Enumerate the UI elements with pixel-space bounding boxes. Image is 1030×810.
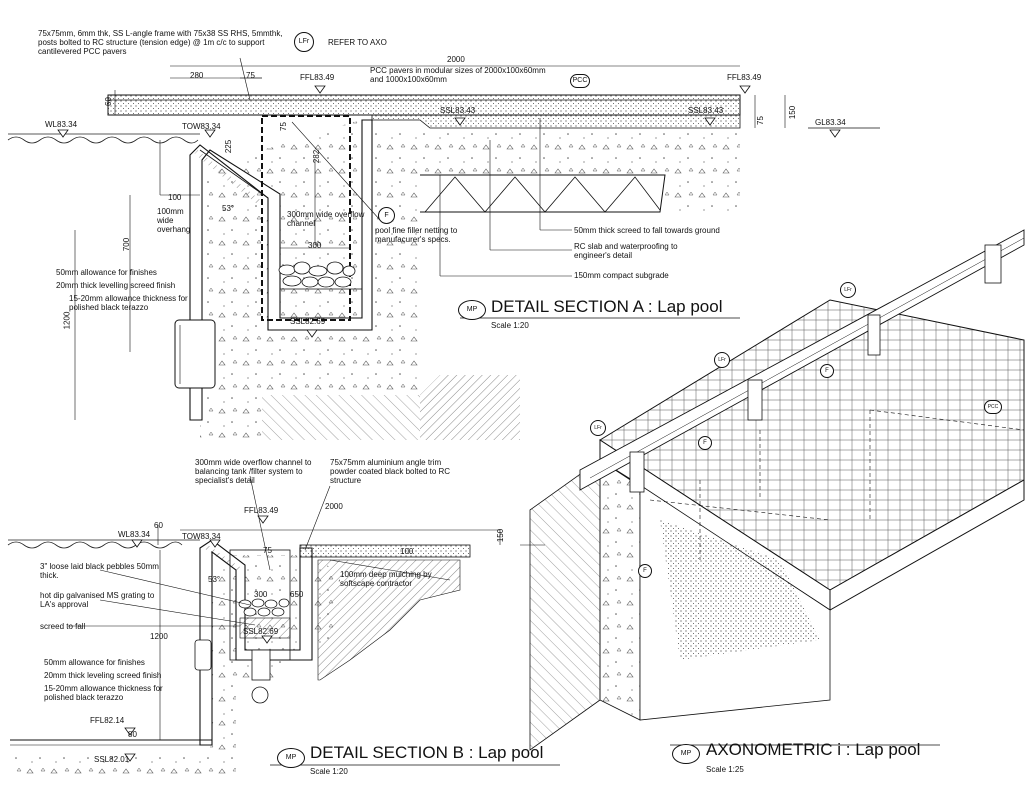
dim-150-a: 150 (788, 105, 798, 120)
wl-label-a: WL83.34 (45, 120, 78, 129)
grating-note: hot dip galvanised MS grating to LA's ap… (40, 591, 155, 609)
axo-tag-f-1: F (820, 364, 834, 378)
dim-53-a: 53° (222, 204, 235, 213)
dim-1200-b: 1200 (150, 632, 168, 641)
pavers-note: PCC pavers in modular sizes of 2000x100x… (370, 66, 546, 84)
axo-badge: MP (672, 744, 700, 764)
axo-tag-lfr-1: LFr (840, 282, 856, 298)
frame-note: 75x75mm, 6mm thk, SS L-angle frame with … (38, 29, 283, 56)
axo-title: AXONOMETRIC i : Lap pool (706, 740, 921, 759)
section-a-scale: Scale 1:20 (491, 321, 529, 330)
lfr-tag: LFr (294, 32, 314, 52)
dim-75-right-a: 75 (755, 116, 765, 125)
dim-60-b: 60 (154, 521, 163, 530)
ssl-bottom-label-a: SSL82.69 (290, 317, 326, 326)
filler-tag-a: F (378, 207, 395, 224)
dim-60-a: 60 (103, 97, 113, 106)
dim-75-b: 75 (263, 546, 272, 555)
axo-tag-lfr-2: LFr (714, 352, 730, 368)
axo-tag-f-2: F (698, 436, 712, 450)
section-a-badge: MP (458, 300, 486, 320)
dim-300-a: 300 (308, 241, 322, 250)
mulch-note: 100mm deep mulching by softscape contrac… (340, 570, 432, 588)
screed-note-b: screed to fall (40, 622, 86, 631)
section-b-title: DETAIL SECTION B : Lap pool (310, 743, 544, 762)
channel-note-a: 300mm wide overflow channel (287, 210, 365, 228)
dim-75-a: 75 (246, 71, 255, 80)
subgrade-note: 150mm compact subgrade (574, 271, 669, 280)
screed-note-a: 50mm thick screed to fall towards ground (574, 226, 720, 235)
axo-tag-lfr-3: LFr (590, 420, 606, 436)
axo-scale: Scale 1:25 (706, 765, 744, 774)
dim-75-frame-a: 75 (278, 122, 288, 131)
section-a-title: DETAIL SECTION A : Lap pool (491, 297, 723, 316)
section-b-badge: MP (277, 748, 305, 768)
pebbles-note: 3" loose laid black pebbles 50mm thick. (40, 562, 159, 580)
dim-282-a: 282 (312, 149, 322, 164)
section-b-drawing (7, 475, 560, 780)
ssl-top-label: SSL83.43 (440, 106, 476, 115)
dim-2000-b: 2000 (325, 502, 343, 511)
ffl-label-b: FFL83.49 (244, 506, 279, 515)
ssl-label-b: SSL82.69 (243, 627, 279, 636)
finish-note-3-a: 15-20mm allowance thickness for polished… (69, 294, 188, 312)
dim-700-a: 700 (122, 237, 132, 252)
dim-2000-a: 2000 (447, 55, 465, 64)
section-a-drawing (7, 57, 880, 440)
finish-note-1-b: 50mm allowance for finishes (44, 658, 145, 667)
ssl-right-label: SSL83.43 (688, 106, 724, 115)
dim-300-b: 300 (254, 590, 268, 599)
finish-note-3-b: 15-20mm allowance thickness for polished… (44, 684, 163, 702)
dim-53-b: 53° (208, 575, 221, 584)
axo-tag-f-3: F (638, 564, 652, 578)
ffl-left-label: FFL83.49 (300, 73, 335, 82)
dim-100-a: 100 (168, 193, 182, 202)
ssl-low-label-b: SSL82.01 (94, 755, 130, 764)
channel-note-b: 300mm wide overflow channel to balancing… (195, 458, 312, 485)
ffl-right-label: FFL83.49 (727, 73, 762, 82)
section-b-scale: Scale 1:20 (310, 767, 348, 776)
dim-80-b: 80 (128, 730, 137, 739)
gl-label: GL83.34 (815, 118, 846, 127)
dim-225-a: 225 (224, 139, 234, 154)
finish-note-2-b: 20mm thick leveling screed finish (44, 671, 162, 680)
overhang-note: 100mm wide overhang (157, 207, 191, 234)
axo-tag-pcc: PCC (984, 400, 1002, 414)
axonometric-drawing (520, 229, 1025, 751)
tow-label-b: TOW83.34 (182, 532, 221, 541)
dim-150-b: 150 (496, 528, 506, 543)
angle-note-b: 75x75mm aluminium angle trim powder coat… (330, 458, 451, 485)
finish-note-2-a: 20mm thick levelling screed finish (56, 281, 176, 290)
dim-650-b: 650 (290, 590, 304, 599)
refer-axo-note: REFER TO AXO (328, 38, 387, 47)
filler-note: pool fine filler netting to manufacurer'… (375, 226, 458, 244)
wl-label-b: WL83.34 (118, 530, 151, 539)
ffl-low-label-b: FFL82.14 (90, 716, 125, 725)
finish-note-1-a: 50mm allowance for finishes (56, 268, 157, 277)
tow-label-a: TOW83.34 (182, 122, 221, 131)
rc-note: RC slab and waterproofing to engineer's … (574, 242, 678, 260)
dim-280-a: 280 (190, 71, 204, 80)
dim-100-b: 100 (400, 547, 414, 556)
pcc-tag: PCC (570, 74, 590, 88)
dim-1200-a: 1200 (62, 311, 72, 330)
